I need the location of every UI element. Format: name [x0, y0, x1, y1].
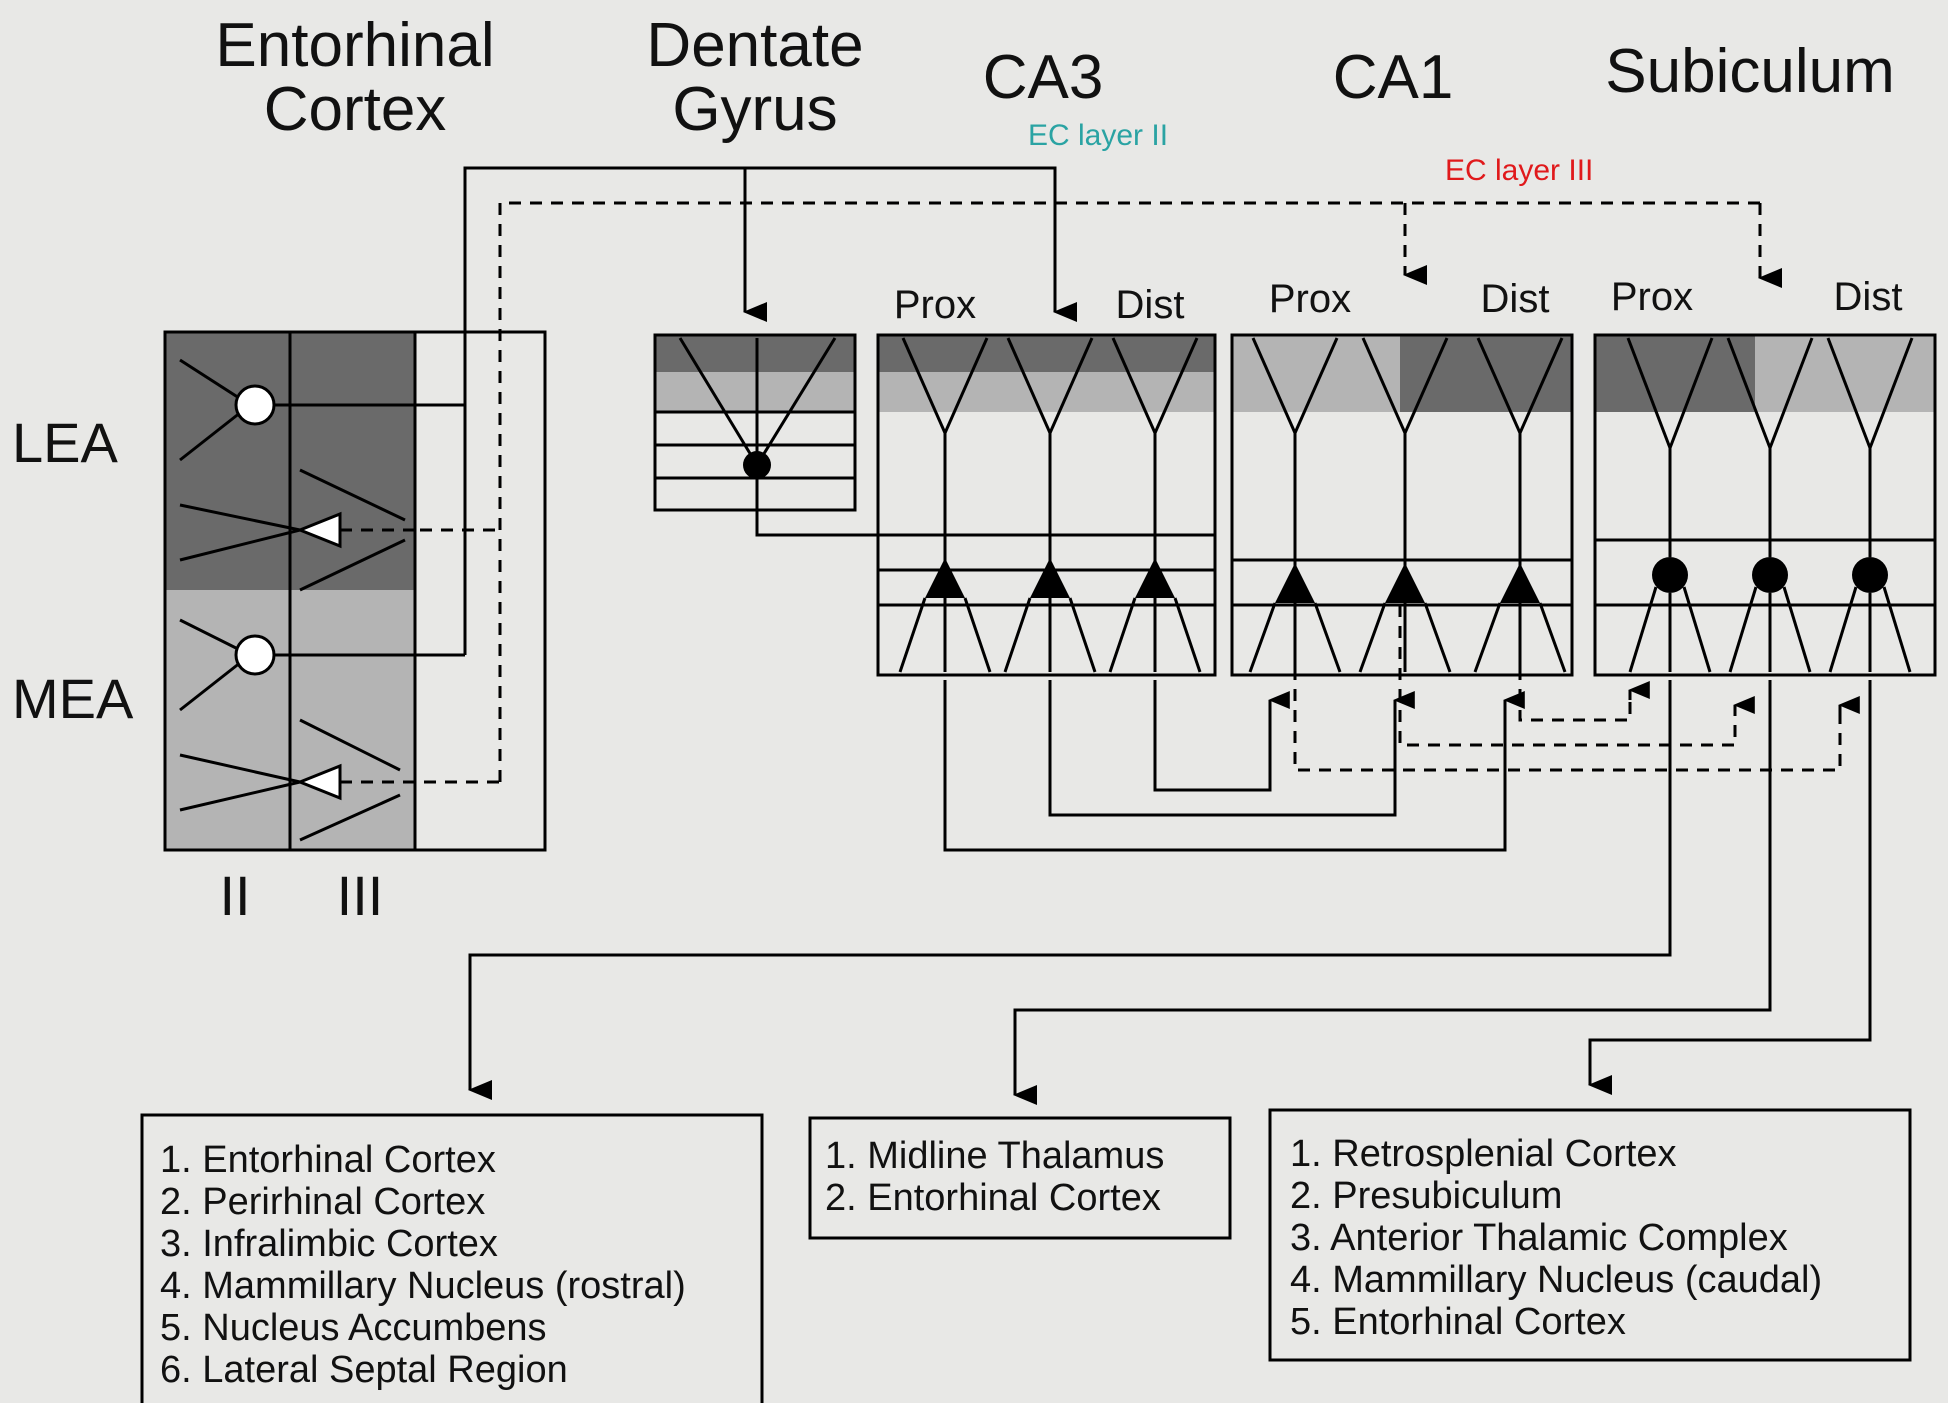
subiculum-targets-box: [1268, 1108, 1912, 1362]
ca3-pyramidal-cell-3: [1108, 337, 1202, 673]
granule-cell: [743, 451, 771, 479]
schaffer-collaterals: [943, 680, 1525, 852]
title-ca3: CA3: [983, 43, 1104, 112]
list-item: 1. Midline Thalamus: [825, 1135, 1164, 1177]
label-ca1-prox: Prox: [1269, 277, 1351, 321]
label-ca3-dist: Dist: [1116, 283, 1185, 327]
subiculum-cell-3: [1826, 337, 1914, 673]
subiculum-targets-list: 1. Retrosplenial Cortex 2. Presubiculum …: [1290, 1133, 1822, 1343]
label-layer-iii: III: [337, 864, 384, 927]
list-item: 2. Perirhinal Cortex: [160, 1181, 485, 1223]
list-item: 2. Presubiculum: [1290, 1175, 1562, 1217]
ca3-block: [876, 333, 1217, 677]
temporoammonic-path-layer-iii: [420, 201, 1782, 782]
list-item: 3. Anterior Thalamic Complex: [1290, 1217, 1788, 1259]
subiculum-cell-1: [1626, 337, 1714, 673]
ca3-pyramidal-cell-1: [898, 337, 992, 673]
list-item: 4. Mammillary Nucleus (caudal): [1290, 1259, 1822, 1301]
title-subiculum: Subiculum: [1605, 37, 1894, 106]
middle-targets-box: [808, 1116, 1232, 1240]
list-item: 5. Nucleus Accumbens: [160, 1307, 547, 1349]
ca1-block: [1230, 333, 1574, 677]
label-mea: MEA: [12, 667, 134, 730]
annotation-ec-layer-ii: EC layer II: [1028, 119, 1168, 152]
list-item: 1. Retrosplenial Cortex: [1290, 1133, 1677, 1175]
subiculum-block: [1593, 333, 1937, 677]
ca1-targets-list: 1. Entorhinal Cortex 2. Perirhinal Corte…: [160, 1139, 686, 1391]
label-ca1-dist: Dist: [1481, 277, 1550, 321]
stellate-cell-mea: [234, 634, 276, 676]
label-ca3-prox: Prox: [894, 283, 976, 327]
middle-targets-list: 1. Midline Thalamus 2. Entorhinal Cortex: [825, 1135, 1164, 1219]
title-entorhinal-line1: Entorhinal: [215, 11, 494, 80]
ca3-pyramidal-cell-2: [1003, 337, 1097, 673]
list-item: 5. Entorhinal Cortex: [1290, 1301, 1626, 1343]
title-entorhinal-line2: Cortex: [264, 75, 447, 144]
dentate-block: [653, 333, 857, 512]
stellate-cell-lea: [234, 384, 276, 426]
label-sub-prox: Prox: [1611, 275, 1693, 319]
title-dentate-line1: Dentate: [646, 11, 863, 80]
ca1-to-subiculum: [1293, 605, 1860, 772]
ca1-pyramidal-cell-2: [1358, 337, 1452, 673]
title-ca1: CA1: [1333, 43, 1454, 112]
list-item: 2. Entorhinal Cortex: [825, 1177, 1161, 1219]
list-item: 4. Mammillary Nucleus (rostral): [160, 1265, 686, 1307]
label-sub-dist: Dist: [1834, 275, 1903, 319]
output-projections: [468, 680, 1872, 1105]
title-dentate-line2: Gyrus: [672, 75, 837, 144]
ca1-pyramidal-cell-1: [1248, 337, 1342, 673]
list-item: 3. Infralimbic Cortex: [160, 1223, 498, 1265]
mossy-fibers: [755, 478, 1160, 537]
entorhinal-block: [163, 330, 547, 852]
subiculum-cell-2: [1726, 337, 1814, 673]
list-item: 6. Lateral Septal Region: [160, 1349, 568, 1391]
label-layer-ii: II: [219, 864, 250, 927]
annotation-ec-layer-iii: EC layer III: [1445, 154, 1593, 187]
label-lea: LEA: [12, 411, 118, 474]
ca1-targets-box: [140, 1113, 764, 1403]
list-item: 1. Entorhinal Cortex: [160, 1139, 496, 1181]
